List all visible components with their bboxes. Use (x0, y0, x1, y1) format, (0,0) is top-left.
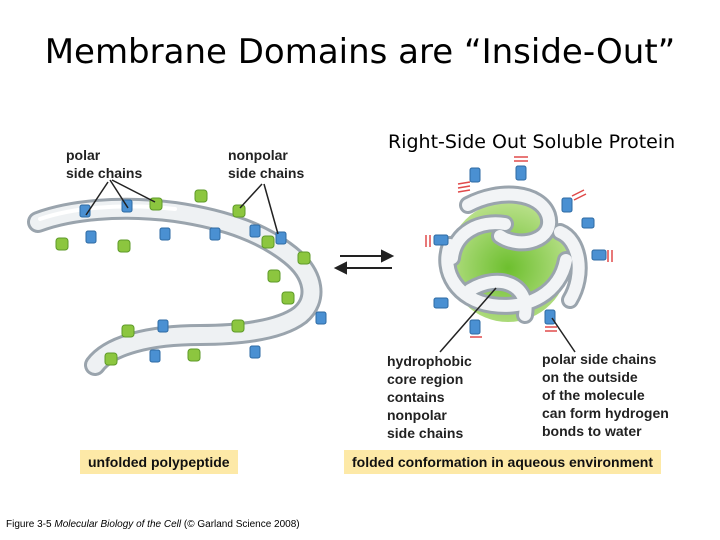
folded-conformation-box: folded conformation in aqueous environme… (344, 450, 662, 474)
label-line: core region (387, 371, 464, 387)
label-line: bonds to water (542, 423, 642, 439)
caption-book-title: Molecular Biology of the Cell (54, 519, 182, 530)
hydrophobic-core-label: hydrophobic core region contains nonpola… (387, 352, 472, 442)
unfolded-polypeptide-chain (27, 197, 323, 376)
caption-suffix: (© Garland Science 2008) (181, 519, 300, 530)
unfolded-polypeptide-box: unfolded polypeptide (80, 450, 238, 474)
caption-prefix: Figure 3-5 (6, 519, 55, 530)
slide-title: Membrane Domains are “Inside-Out” (44, 32, 676, 72)
label-pointers (85, 179, 279, 235)
label-line: nonpolar (228, 147, 288, 163)
folded-protein (425, 156, 613, 338)
slide-subtitle: Right-Side Out Soluble Protein (388, 131, 676, 153)
equilibrium-arrows-icon (333, 249, 395, 275)
polar-side-chains-label: polar side chains (66, 146, 142, 182)
nonpolar-side-chains (55, 189, 311, 366)
polar-side-chains (79, 199, 327, 363)
figure-caption: Figure 3-5 Molecular Biology of the Cell… (6, 519, 300, 530)
label-line: polar side chains (542, 351, 657, 367)
folded-polar-side-chains (433, 165, 607, 335)
label-line: side chains (66, 165, 143, 181)
label-line: of the molecule (542, 387, 645, 403)
water-hydrogen-bonds (425, 156, 613, 338)
polar-outside-label: polar side chains on the outside of the … (542, 350, 669, 440)
label-line: polar (66, 147, 101, 163)
nonpolar-side-chains-label: nonpolar side chains (228, 146, 304, 182)
label-line: side chains (387, 425, 464, 441)
folded-label-pointers (439, 287, 576, 353)
label-line: on the outside (542, 369, 638, 385)
label-line: side chains (228, 165, 305, 181)
label-line: nonpolar (387, 407, 447, 423)
label-line: contains (387, 389, 445, 405)
label-line: hydrophobic (387, 353, 472, 369)
label-line: can form hydrogen (542, 405, 669, 421)
